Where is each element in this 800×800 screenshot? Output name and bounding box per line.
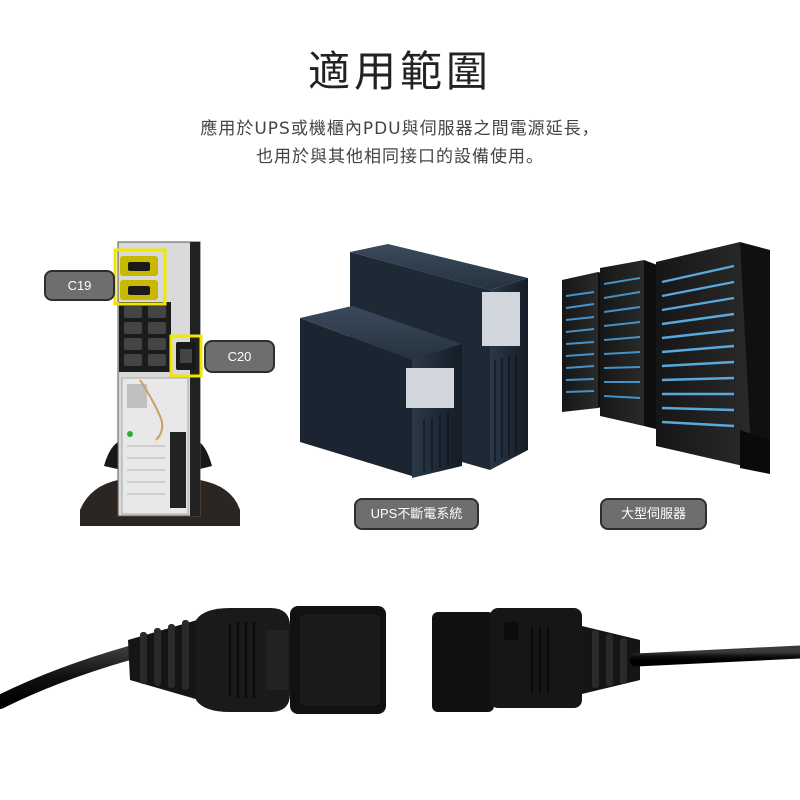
page-title: 適用範圍 (307, 47, 492, 96)
c19-label: C19 (44, 270, 115, 301)
description-line-2: 也用於與其他相同接口的設備使用。 (256, 147, 544, 167)
server-rack-image (562, 242, 770, 474)
ups-rear-panel-image (80, 241, 240, 526)
server-label: 大型伺服器 (600, 498, 707, 530)
ups-label: UPS不斷電系統 (354, 498, 479, 530)
description-line-1: 應用於UPS或機櫃內PDU與伺服器之間電源延長， (200, 119, 600, 139)
c20-label: C20 (204, 340, 275, 373)
c20-plug-cable-image (432, 608, 800, 712)
c19-plug-cable-image (0, 606, 386, 714)
ups-tower-image (300, 244, 528, 478)
